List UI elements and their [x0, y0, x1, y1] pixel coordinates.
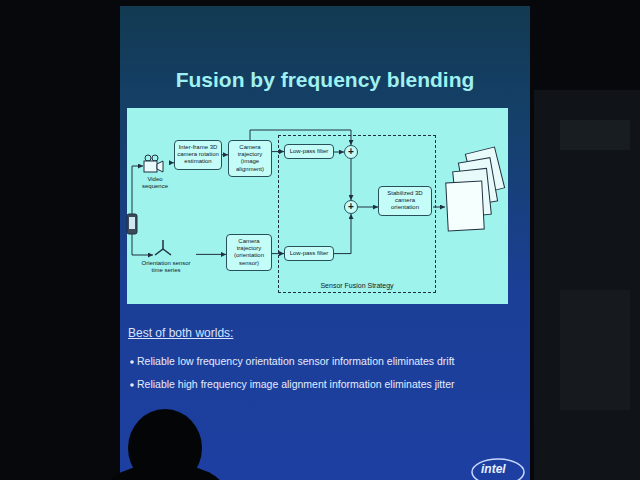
camera-lens	[157, 161, 163, 172]
poster-block	[560, 120, 630, 150]
node-label: +	[345, 201, 357, 213]
poster-block	[560, 290, 630, 410]
camera-icon	[144, 161, 157, 172]
phone-screen	[129, 217, 135, 229]
logo-ring	[472, 459, 524, 480]
node-label: Low-pass filter	[287, 148, 331, 155]
sum-junction: +	[344, 145, 358, 159]
output-box: Stabilized 3D camera orientation	[378, 186, 432, 216]
poster	[534, 90, 640, 480]
sensor-axis	[163, 249, 171, 255]
node-label: Stabilized 3D camera orientation	[381, 190, 429, 212]
node-label: Camera trajectory (orientation sensor)	[229, 238, 269, 267]
node-label: +	[345, 146, 357, 158]
slide-screen	[120, 6, 530, 480]
bullet-heading: Best of both worlds:	[128, 326, 233, 340]
film-reel	[145, 155, 151, 161]
bullet-text: Reliable low frequency orientation senso…	[137, 355, 455, 367]
node-label: Inter-frame 3D camera rotation estimatio…	[177, 144, 219, 166]
connector	[196, 254, 226, 255]
process-box: Inter-frame 3D camera rotation estimatio…	[174, 140, 222, 170]
fusion-group: Low-pass filter + + Stabilized 3D camera or…	[278, 135, 436, 293]
logo-text: intel	[481, 462, 506, 476]
node-label: Low-pass filter	[287, 250, 331, 257]
sensor-source: Orientation sensor time series	[136, 238, 196, 274]
group-label: Sensor Fusion Strategy	[320, 282, 393, 290]
sum-junction: +	[344, 200, 358, 214]
audience-shoulders	[103, 463, 227, 480]
slide-title: Fusion by frequency blending	[120, 68, 530, 92]
node-label: Video sequence	[137, 176, 173, 190]
filter-box: Low-pass filter	[284, 246, 334, 261]
filter-box: Low-pass filter	[284, 144, 334, 159]
bullet-dot	[130, 360, 134, 364]
connector	[334, 214, 351, 254]
bullet-text: Reliable high frequency image alignment …	[137, 378, 455, 390]
node-label: Orientation sensor time series	[136, 260, 196, 274]
diagram-panel	[127, 108, 508, 304]
connector	[358, 207, 378, 208]
video-source: Video sequence	[137, 156, 173, 190]
process-box: Camera trajectory (image alignment)	[228, 140, 272, 177]
phone-wire	[132, 234, 153, 255]
connector	[351, 159, 352, 200]
connector	[334, 152, 344, 153]
video-frame	[446, 181, 484, 231]
sensor-axis	[162, 240, 164, 249]
process-box: Camera trajectory (orientation sensor)	[226, 234, 272, 271]
sensor-axis	[155, 249, 163, 255]
phone-wire	[132, 166, 143, 214]
output-arrow	[433, 207, 445, 208]
film-reel	[152, 155, 158, 161]
phone-icon	[127, 214, 137, 234]
bullet-dot	[130, 383, 134, 387]
node-label: Camera trajectory (image alignment)	[231, 144, 269, 173]
